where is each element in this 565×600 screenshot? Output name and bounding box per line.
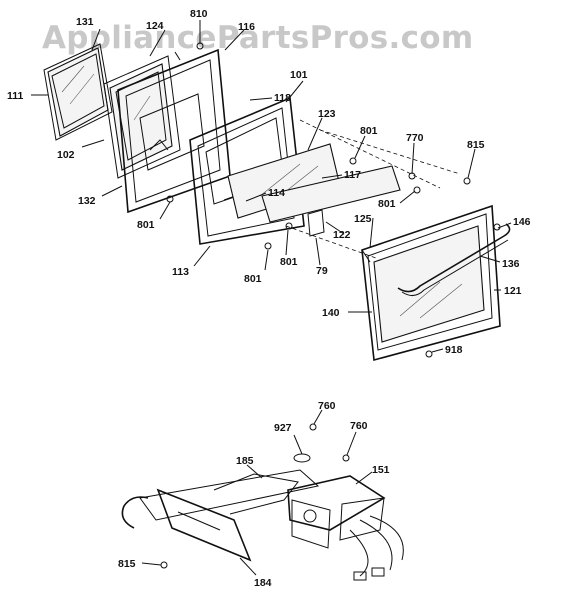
door-back-panel (43, 43, 113, 141)
label-113: 113 (172, 266, 189, 278)
leader-lines (31, 20, 512, 576)
lower-glass (261, 165, 401, 237)
label-114: 114 (268, 187, 285, 199)
label-116: 116 (238, 21, 255, 33)
watermark-text: AppliancePartsPros.com (42, 20, 474, 56)
label-801-c: 801 (137, 219, 155, 231)
outer-door-panel (361, 204, 501, 362)
label-146: 146 (513, 216, 531, 228)
label-140: 140 (322, 307, 340, 319)
label-801-d: 801 (280, 256, 298, 268)
label-801-b: 801 (378, 198, 396, 210)
label-760-b: 760 (350, 420, 368, 432)
door-handle (397, 223, 511, 296)
label-185: 185 (236, 455, 254, 467)
alignment-lines (285, 119, 461, 259)
label-123: 123 (318, 108, 336, 120)
label-117: 117 (344, 169, 361, 181)
label-801-a: 801 (360, 125, 378, 137)
latch-screws (160, 423, 350, 569)
label-79: 79 (316, 265, 328, 277)
label-124: 124 (146, 20, 164, 32)
label-125: 125 (354, 213, 372, 225)
label-101: 101 (290, 69, 308, 81)
label-815-a: 815 (467, 139, 485, 151)
label-121: 121 (504, 285, 522, 297)
label-122: 122 (333, 229, 351, 241)
label-132: 132 (78, 195, 96, 207)
label-760-a: 760 (318, 400, 336, 412)
part-labels: 131 124 810 116 111 118 101 102 123 801 … (7, 8, 531, 589)
label-927: 927 (274, 422, 292, 434)
label-118: 118 (274, 92, 291, 104)
label-111: 111 (7, 90, 24, 102)
door-latch-assembly (121, 469, 404, 581)
label-151: 151 (372, 464, 390, 476)
label-136: 136 (502, 258, 520, 270)
label-770: 770 (406, 132, 424, 144)
label-131: 131 (76, 16, 94, 28)
label-102: 102 (57, 149, 75, 161)
label-815-b: 815 (118, 558, 136, 570)
label-184: 184 (254, 577, 272, 589)
label-810: 810 (190, 8, 208, 20)
label-918: 918 (445, 344, 463, 356)
label-801-e: 801 (244, 273, 262, 285)
